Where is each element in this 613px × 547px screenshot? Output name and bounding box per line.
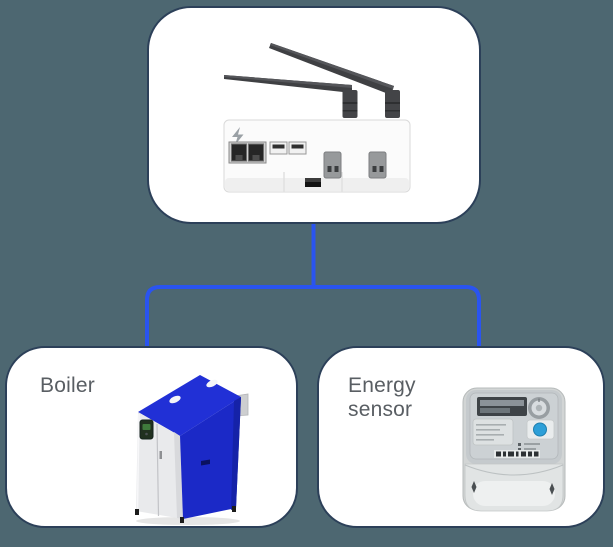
energy-meter-image: [462, 387, 566, 512]
meter-terminal-cover: [464, 463, 564, 512]
meter-optical-dial-icon: [528, 397, 550, 419]
lightning-logo-icon: [232, 127, 244, 145]
boiler-label: Boiler: [40, 374, 95, 397]
boiler-display-icon: [139, 419, 154, 440]
terminal-plug-left-icon: [323, 151, 342, 179]
meter-label-panel: [472, 418, 514, 446]
boiler-side-panel: [180, 397, 241, 519]
gateway-card: [147, 6, 481, 224]
terminal-plug-right-icon: [368, 151, 387, 179]
boiler-card: Boiler: [5, 346, 298, 528]
usb-ports-icon: [269, 141, 307, 155]
meter-barcode-icon: [494, 450, 540, 458]
antenna-left-icon: [224, 75, 358, 118]
branch-bracket-line: [145, 285, 481, 347]
dip-switch-icon: [305, 178, 321, 187]
boiler-image: [135, 375, 249, 525]
energy-sensor-card: Energy sensor: [317, 346, 605, 528]
antenna-right-icon: [269, 43, 400, 118]
boiler-top-face: [138, 375, 241, 436]
meter-lcd-display: [477, 397, 527, 416]
meter-blue-button: [533, 422, 547, 437]
ethernet-ports-icon: [228, 141, 267, 164]
energy-sensor-label: Energy sensor: [348, 374, 416, 421]
gateway-router-image: [223, 43, 411, 193]
router-body: [223, 119, 411, 193]
